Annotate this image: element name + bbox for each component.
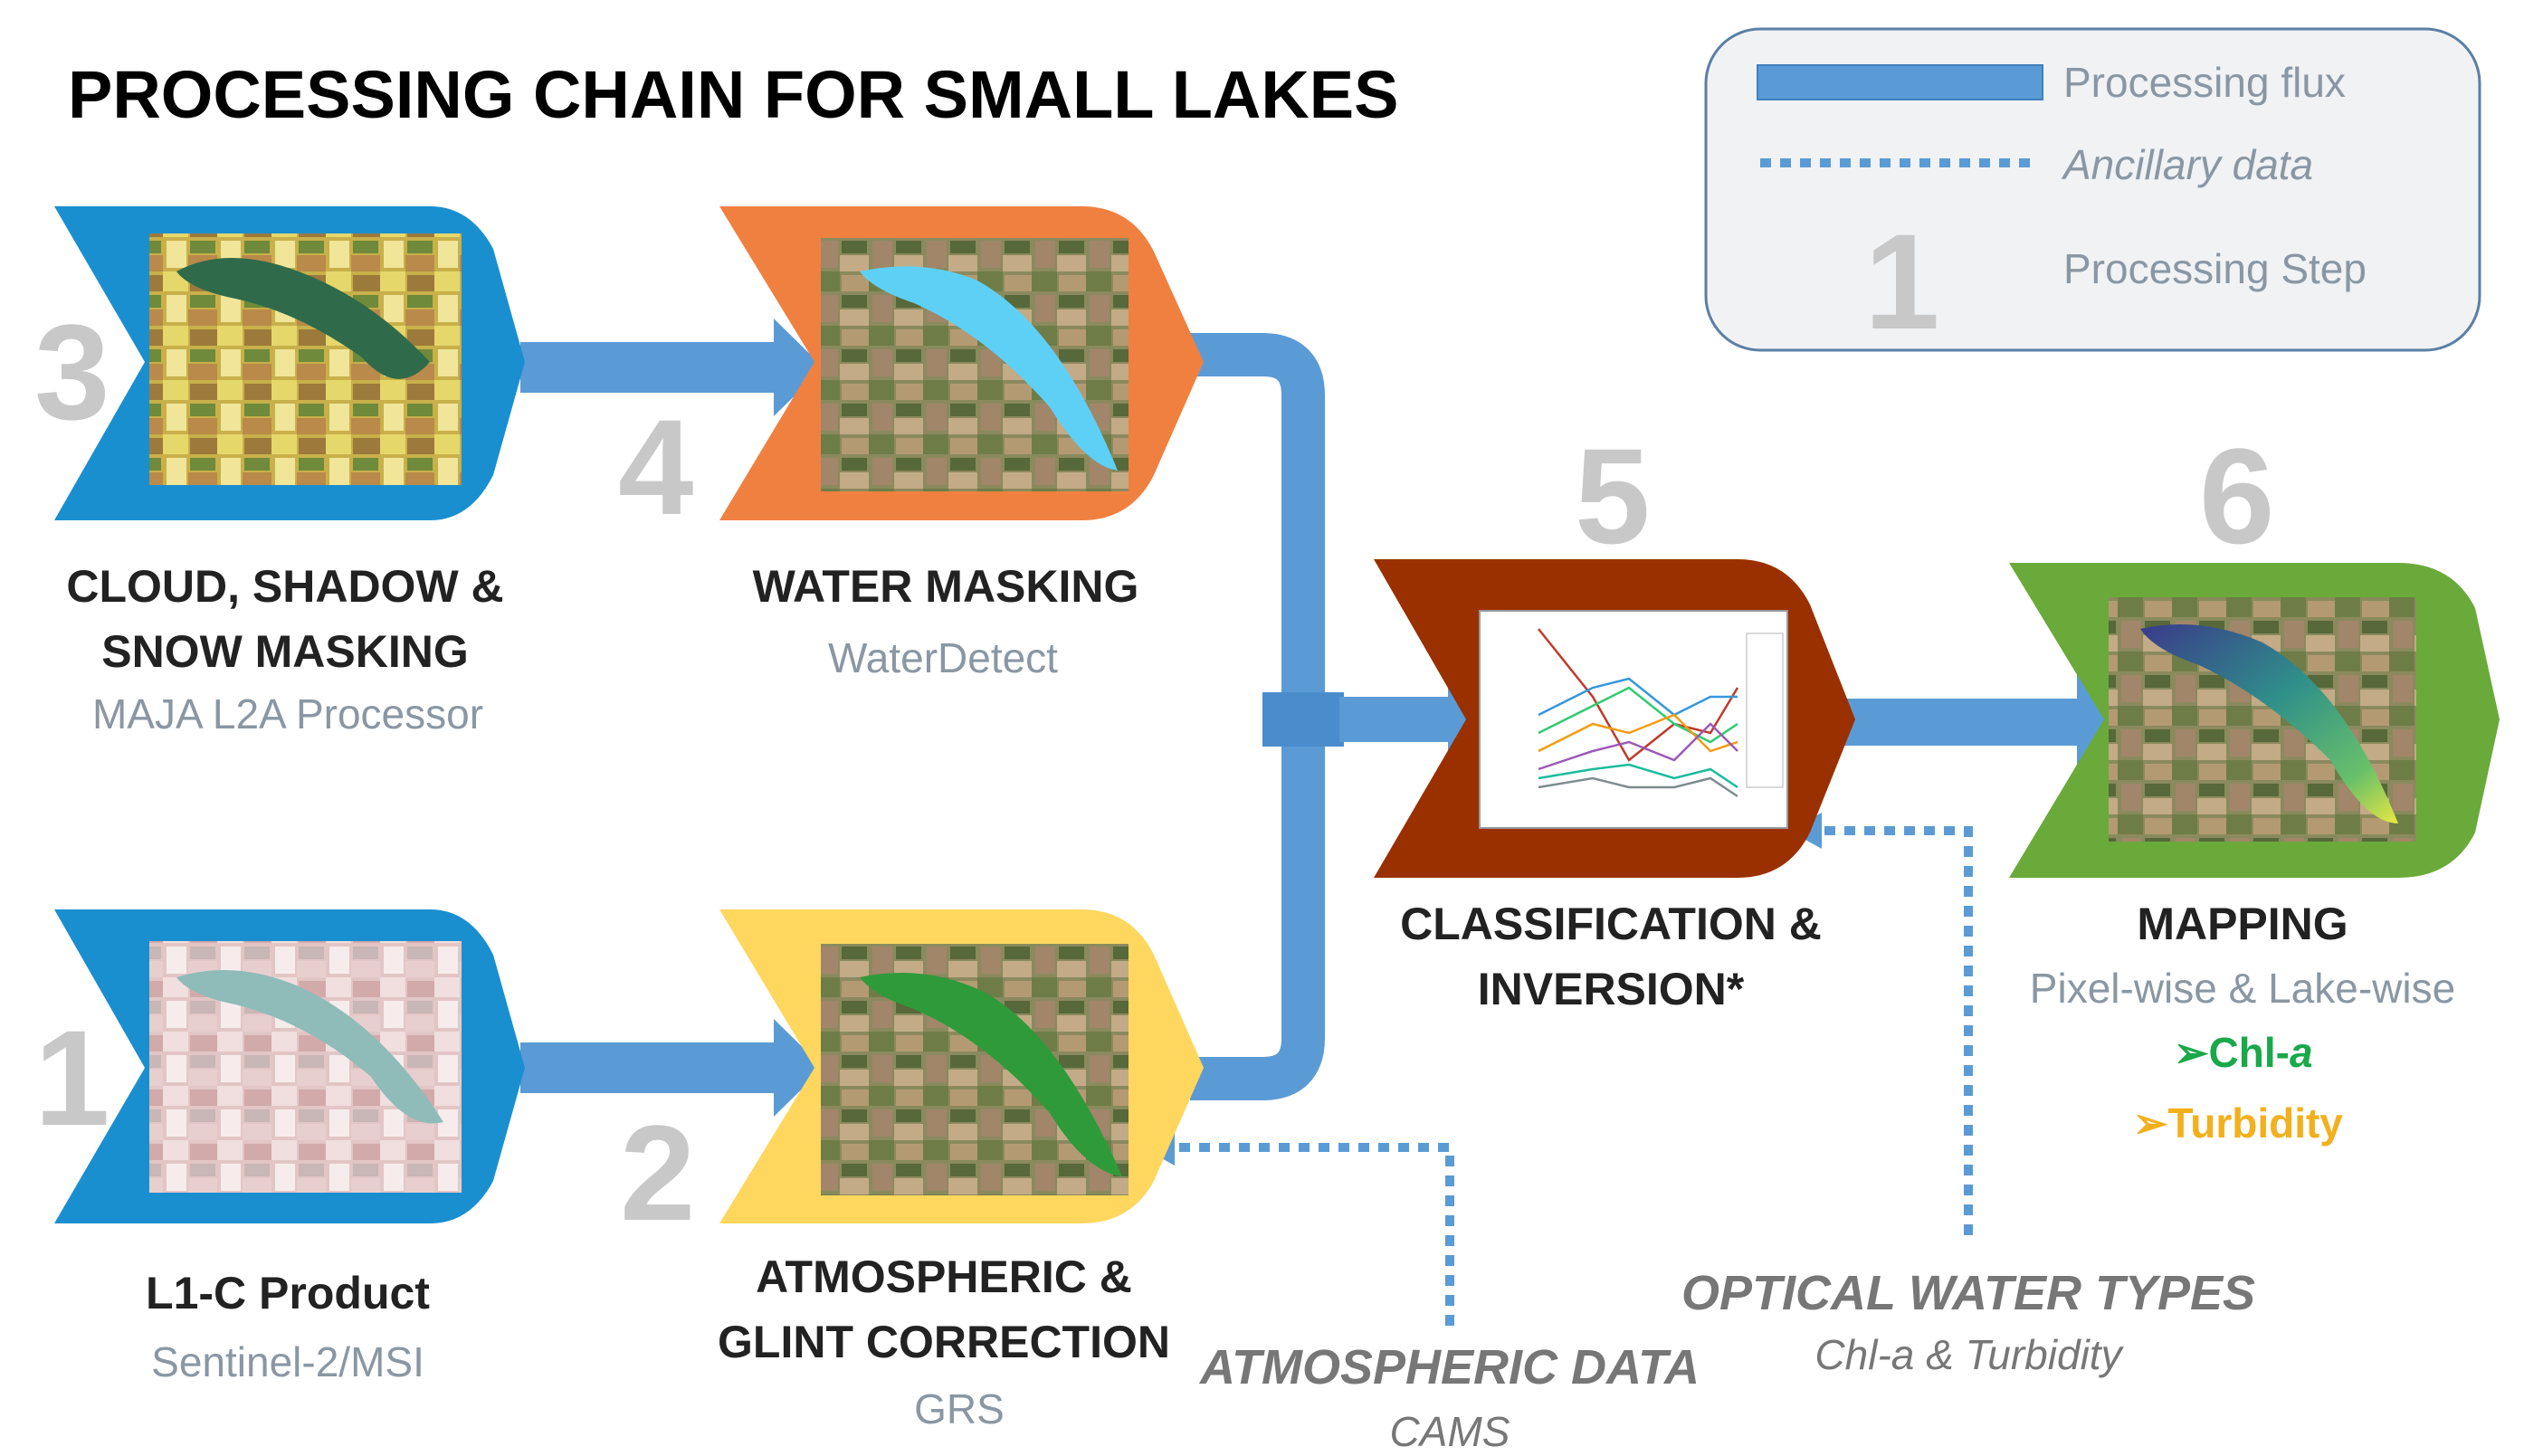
legend-processing-step-label: Processing Step (2063, 245, 2367, 292)
ancillary-atmospheric-title: ATMOSPHERIC DATA (1200, 1340, 1700, 1394)
flux-arrows (520, 319, 2125, 1117)
ancillary-line-atmospheric (1172, 1143, 1454, 1326)
step-5-plot-lines (1538, 628, 1739, 798)
step-5-label-line-2: INVERSION* (1477, 964, 1745, 1014)
step-1-chevron (54, 909, 525, 1223)
flux-arrow-5-to-6 (1837, 699, 2086, 746)
legend-processing-flux-label: Processing flux (2063, 59, 2346, 106)
ancillary-optical-title: OPTICAL WATER TYPES (1681, 1266, 2256, 1320)
flux-arrow-to-5 (1339, 697, 1457, 742)
step-3-lake (176, 258, 430, 379)
step-3-number: 3 (34, 296, 110, 448)
legend-ancillary-data-label: Ancillary data (2063, 141, 2314, 188)
step-2-subtitle: GRS (914, 1385, 1005, 1432)
flux-junction (1262, 692, 1344, 747)
ancillary-line-optical (1819, 826, 1973, 1235)
step-1-subtitle: Sentinel-2/MSI (151, 1338, 424, 1385)
flux-arrow-1-to-2 (520, 1042, 783, 1093)
step-5-label-line-1: CLASSIFICATION & (1400, 899, 1822, 949)
mapping-output-chl-a: a (2289, 1029, 2313, 1076)
step-3-subtitle: MAJA L2A Processor (91, 690, 484, 738)
mapping-output-turbidity: ➢Turbidity (2133, 1099, 2343, 1147)
flux-arrow-3-to-4 (520, 342, 783, 393)
step-6-subtitle: Pixel-wise & Lake-wise (2029, 965, 2456, 1012)
step-2-lake (860, 973, 1122, 1176)
step-1-number: 1 (34, 1002, 110, 1154)
step-3-chevron (54, 206, 525, 520)
mapping-output-chl-text: ➢Chl- (2174, 1029, 2290, 1076)
step-3-label-line-2: SNOW MASKING (101, 626, 469, 677)
step-5-plot-thumbnail (1479, 610, 1788, 829)
step-2-label-line-2: GLINT CORRECTION (718, 1317, 1170, 1367)
step-4-label: WATER MASKING (752, 561, 1139, 612)
step-5-chevron (1374, 559, 1855, 878)
legend-frame (1704, 27, 2481, 352)
page-title: PROCESSING CHAIN FOR SMALL LAKES (68, 57, 1399, 132)
step-2-number: 2 (620, 1097, 696, 1249)
step-4-chevron (719, 206, 1204, 520)
step-6-chevron (2009, 563, 2500, 878)
legend-step-number: 1 (1864, 205, 1940, 357)
step-4-subtitle: WaterDetect (828, 634, 1058, 681)
step-6-number: 6 (2199, 420, 2275, 572)
legend-box (1704, 27, 2481, 352)
step-1-label: L1-C Product (146, 1268, 430, 1318)
step-4-lake (860, 266, 1118, 471)
ancillary-optical-subtitle: Chl-a & Turbidity (1814, 1331, 2122, 1378)
flux-pipe-from-4 (1190, 333, 1325, 724)
step-6-label: MAPPING (2137, 899, 2348, 949)
step-2-chevron (719, 909, 1204, 1223)
step-4-number: 4 (618, 391, 694, 543)
step-6-lake (2140, 624, 2398, 823)
flux-arrowhead-1-to-2 (774, 1019, 824, 1117)
legend-flux-swatch (1757, 64, 2043, 100)
mapping-output-chl: ➢Chl-a (2174, 1028, 2313, 1077)
step-5-plot-legend (1746, 633, 1784, 788)
step-5-number: 5 (1575, 420, 1651, 572)
step-3-label-line-1: CLOUD, SHADOW & (66, 561, 504, 612)
ancillary-atmospheric-subtitle: CAMS (1389, 1408, 1510, 1455)
step-2-label-line-1: ATMOSPHERIC & (756, 1251, 1132, 1302)
flux-pipe-from-2 (1190, 719, 1325, 1100)
step-1-lake (176, 970, 443, 1124)
flux-arrowhead-3-to-4 (774, 319, 824, 416)
